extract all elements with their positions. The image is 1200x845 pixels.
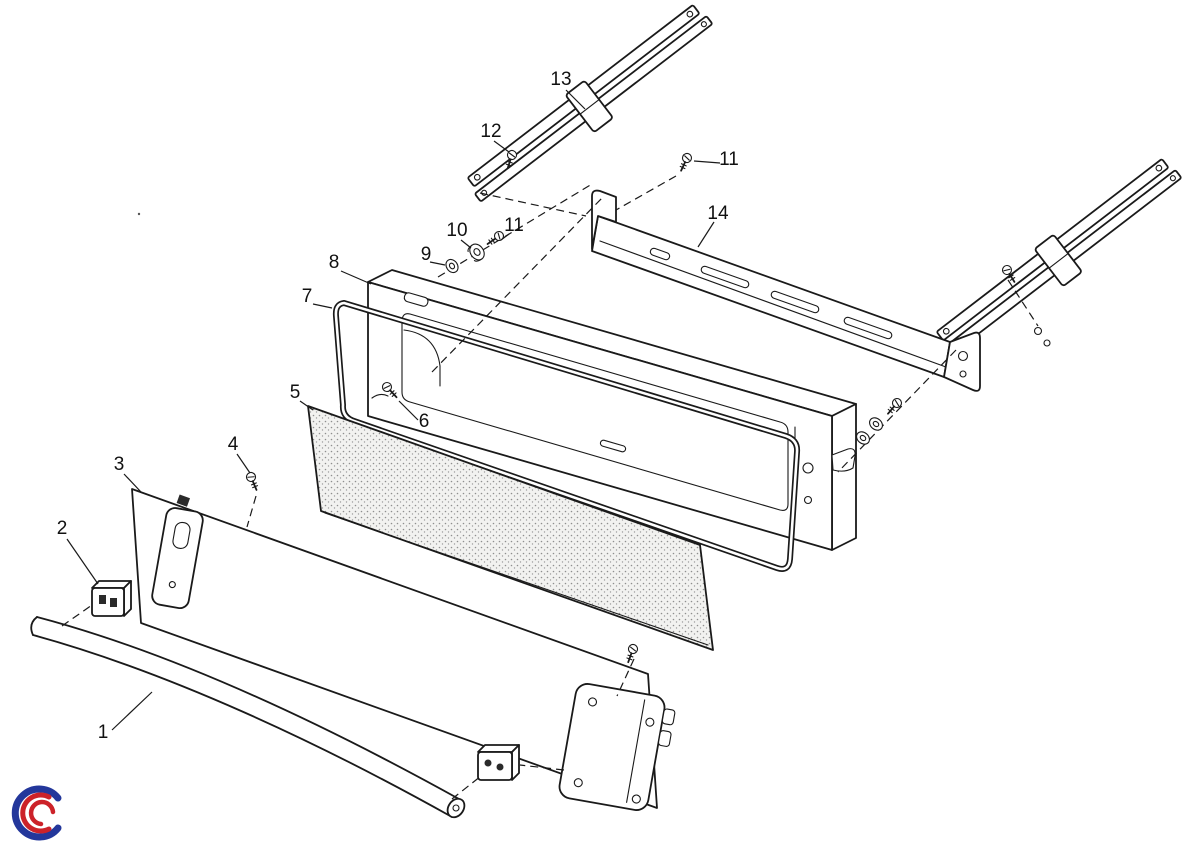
callout-11-top: 11 [719, 149, 739, 170]
callout-13: 13 [550, 69, 571, 90]
panel-bracket-screw [623, 642, 640, 665]
part-8-inner-panel [367, 269, 857, 551]
callout-labels: 1 2 3 4 5 6 7 8 9 10 11 12 13 11 14 [57, 69, 739, 743]
brand-swirl-logo [11, 785, 62, 841]
part-9-washer [442, 256, 462, 276]
part-2-end-block-right [477, 744, 520, 781]
fasteners [244, 148, 1051, 665]
callout-2: 2 [57, 518, 68, 539]
callout-14: 14 [707, 203, 729, 224]
callout-7: 7 [302, 286, 313, 307]
part-5-insulation-pad [307, 405, 714, 651]
callout-11-mid: 11 [504, 215, 524, 236]
part-10-nut [465, 240, 488, 264]
right-rail-washer-2 [1043, 339, 1051, 347]
part-11-screw-top [676, 151, 694, 174]
callout-4: 4 [228, 434, 239, 455]
callout-1: 1 [98, 722, 109, 743]
callout-10: 10 [446, 220, 467, 241]
right-rail-washer-1 [1033, 326, 1043, 336]
assembly-dashed-lines-lower [61, 495, 635, 800]
panel-right-bracket [558, 683, 676, 811]
assembly-dashed-lines-upper [431, 175, 1039, 473]
artifact-dot [137, 212, 141, 216]
panel-left-plate [151, 507, 204, 610]
part-14-cross-brace [591, 189, 981, 392]
callout-5: 5 [290, 382, 301, 403]
part-4-screw [244, 470, 262, 493]
callout-leader-lines [66, 89, 721, 731]
callout-9: 9 [421, 244, 432, 265]
callout-6: 6 [419, 411, 430, 432]
right-washer-1 [866, 414, 886, 434]
part-2-end-block-left [91, 580, 132, 617]
part-7-trim-frame [332, 299, 801, 572]
part-3-outer-panel [131, 488, 676, 811]
callout-3: 3 [114, 454, 125, 475]
part-13-slide-rail-left [459, 0, 722, 214]
callout-8: 8 [329, 252, 340, 273]
part-1-handle [30, 616, 466, 819]
callout-12: 12 [480, 121, 501, 142]
